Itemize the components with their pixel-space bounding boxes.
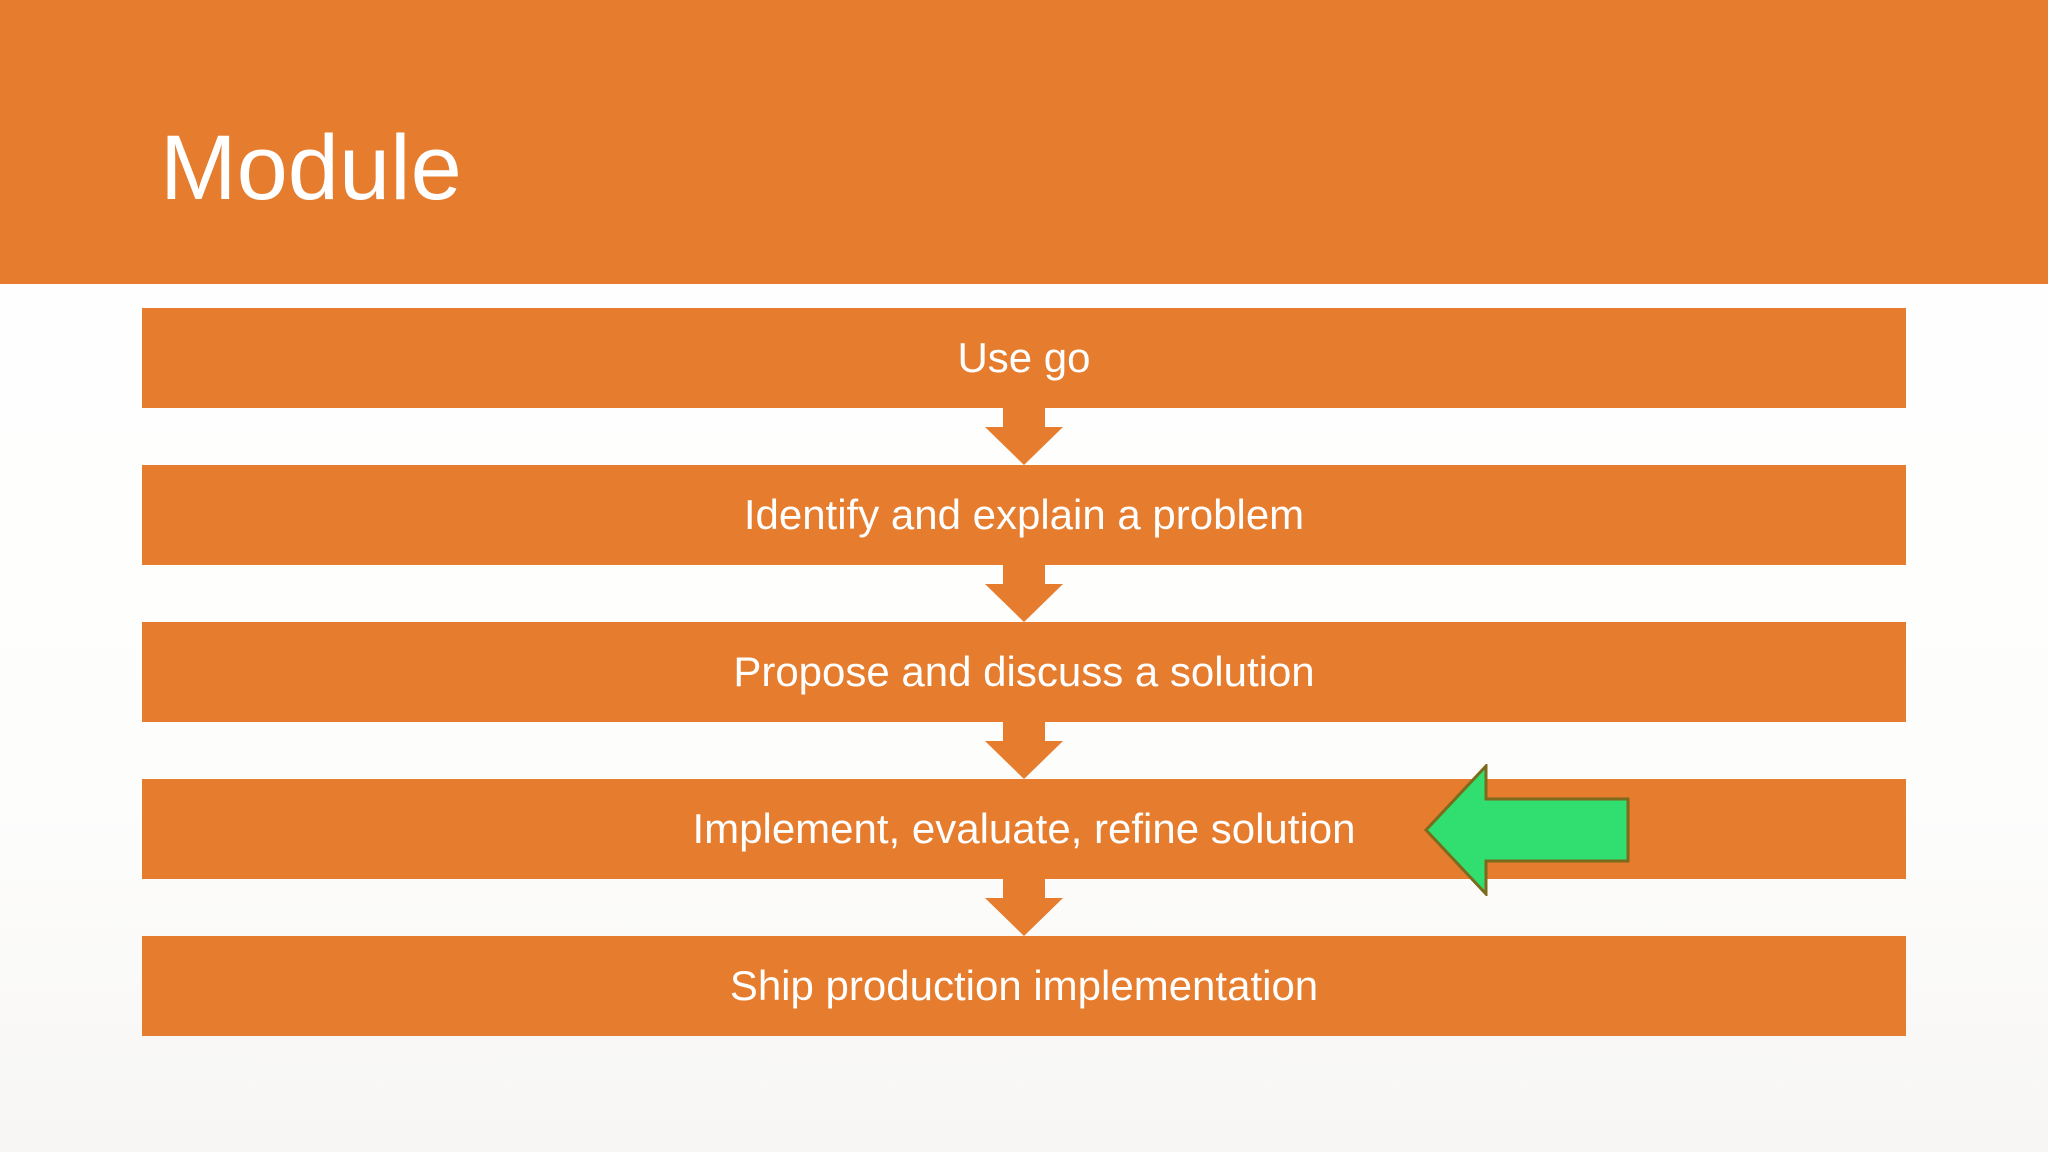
step-bar-use-go: Use go	[142, 308, 1906, 408]
step-bar-propose-solution: Propose and discuss a solution	[142, 622, 1906, 722]
step-bar-identify-problem: Identify and explain a problem	[142, 465, 1906, 565]
down-arrow-icon	[985, 722, 1063, 779]
slide-title: Module	[160, 117, 462, 219]
down-arrow-icon	[985, 565, 1063, 622]
left-arrow-icon	[1424, 764, 1630, 896]
step-label: Ship production implementation	[729, 962, 1319, 1009]
step-label: Propose and discuss a solution	[733, 648, 1315, 695]
step-bar-implement-refine: Implement, evaluate, refine solution	[142, 779, 1906, 879]
step-bar-ship-implementation: Ship production implementation	[142, 936, 1906, 1036]
title-band: Module	[0, 0, 2048, 284]
step-label: Identify and explain a problem	[743, 491, 1305, 538]
down-arrow-icon	[985, 879, 1063, 936]
step-label: Implement, evaluate, refine solution	[692, 805, 1356, 852]
step-label: Use go	[957, 334, 1091, 381]
down-arrow-icon	[985, 408, 1063, 465]
